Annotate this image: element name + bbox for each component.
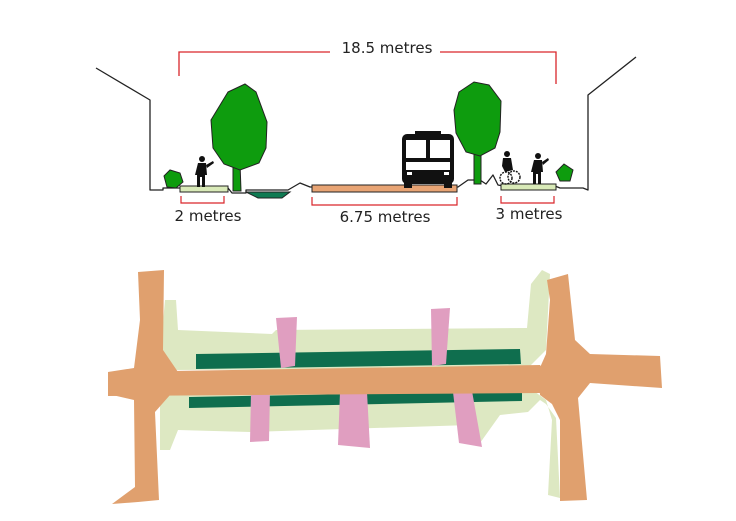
plan-crossing-1	[276, 317, 297, 368]
left-verge	[245, 191, 292, 199]
plan-crossing-3	[250, 391, 270, 442]
left-tree	[210, 83, 268, 192]
carriageway-dimension: 6.75 metres	[311, 197, 458, 226]
right-shrub	[555, 163, 574, 182]
total-width-bracket-left	[178, 51, 330, 76]
cyclist-icon	[499, 151, 521, 185]
left-tree-crown	[210, 83, 268, 171]
plan-crossings	[250, 308, 482, 448]
left-shrub	[163, 169, 184, 189]
carriageway	[311, 184, 458, 193]
plan-road-right-vertical	[538, 274, 662, 501]
plan-road-main	[108, 365, 548, 396]
total-width-bracket-right	[440, 51, 557, 84]
left-footpath-dimension: 2 metres	[175, 196, 242, 225]
plan-roads	[108, 270, 662, 504]
ground-outline	[95, 56, 637, 194]
bus-icon	[402, 131, 454, 188]
right-tree	[453, 81, 502, 185]
plan-footpath-top	[160, 270, 550, 370]
pedestrian-left-icon	[195, 156, 214, 187]
plan-crossing-5	[453, 391, 482, 447]
plan-crossing-4	[338, 392, 370, 448]
total-width-label: 18.5 metres	[342, 39, 433, 57]
carriageway-label: 6.75 metres	[340, 208, 431, 226]
pedestrian-right-icon	[531, 153, 549, 184]
right-footpath	[500, 183, 557, 191]
plan-crossing-2	[431, 308, 450, 366]
right-tree-crown	[453, 81, 502, 157]
right-footpath-label: 3 metres	[496, 205, 563, 223]
plan-view	[108, 270, 662, 504]
total-width-dimension: 18.5 metres	[178, 39, 557, 84]
cross-section: 18.5 metres	[95, 39, 637, 226]
left-footpath-label: 2 metres	[175, 207, 242, 225]
right-footpath-dimension: 3 metres	[496, 196, 563, 223]
